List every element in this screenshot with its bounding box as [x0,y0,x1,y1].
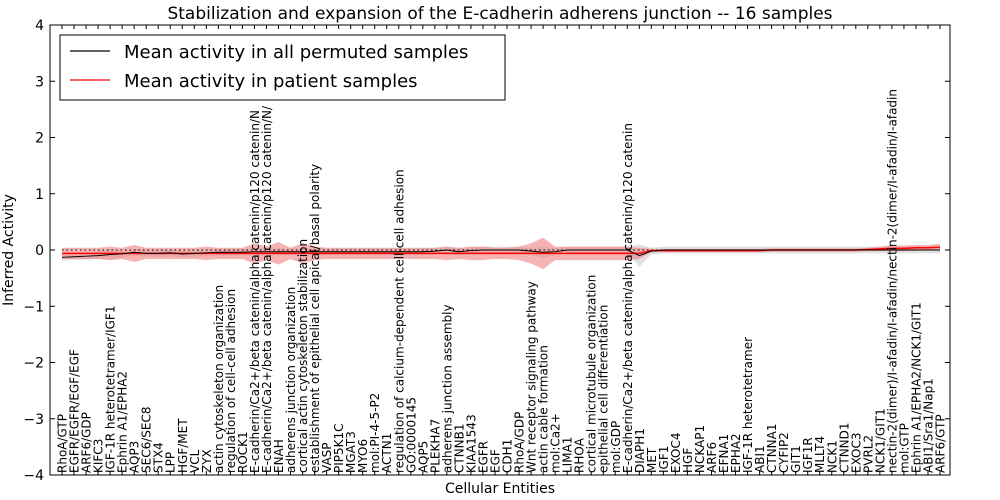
x-tick-label: ACTN1 [380,433,394,473]
lines-layer [61,246,941,258]
x-tick-label: SEC6/SEC8 [140,407,154,473]
legend-label-patient: Mean activity in patient samples [124,71,418,92]
x-tick-label: GIT1 [789,445,803,473]
x-tick-label: CTNNB1 [452,423,466,473]
x-tick-label: ABI1 [753,445,767,473]
x-tick-label: IGF-1R heterotetramer [741,337,755,473]
x-tick-label: HGF [681,448,695,473]
x-tick-label: EXOC3 [849,433,863,474]
x-tick-label: ZYX [200,449,214,473]
x-tick-label: mol:Ca2+ [549,413,563,473]
x-tick-label: EGF [488,449,502,473]
chart-title: Stabilization and expansion of the E-cad… [167,4,832,24]
x-tick-label: ARF6/GDP [80,412,94,473]
y-tick-label: −4 [23,468,44,484]
x-tick-label: IGF-1R heterotetramer/IGF1 [104,306,118,473]
x-tick-label: ARF6/GTP [934,414,948,473]
x-tick-label: E-cadherin/Ca2+/beta catenin/alpha caten… [621,123,635,473]
x-tick-label: KIAA1543 [464,414,478,473]
x-tick-label: PLEKHA7 [428,419,442,473]
x-tick-label: NCK1 [825,440,839,473]
legend: Mean activity in all permuted samples Me… [59,34,506,101]
series-line-0 [61,249,940,258]
x-tick-label: E-cadherin/Ca2+/beta catenin/alpha caten… [248,110,262,473]
x-tick-labels: RhoA/GTPEGFR/EGFR/EGF/EGFARF6/GDPKIFC3IG… [56,25,948,475]
y-tick-label: 4 [35,18,44,34]
y-tick-label: −3 [23,412,44,428]
x-tick-label: MET [645,447,659,473]
x-tick-label: E-cadherin/Ca2+/beta catenin/alpha caten… [260,105,274,473]
y-axis: −4 −3 −2 −1 0 1 2 3 4 [23,18,950,484]
x-tick-label: Wnt receptor signaling pathway [525,281,539,473]
x-tick-label: CDH1 [501,439,515,473]
x-tick-label: ENAH [272,439,286,473]
x-tick-label: regulation of cell-cell adhesion [224,289,238,473]
x-tick-label: ARF6 [705,442,719,473]
x-tick-label: cortical actin cytoskeleton stabilizatio… [296,239,310,473]
y-tick-label: 3 [35,74,44,90]
x-tick-label: EGFR/EGFR/EGF/EGF [68,349,82,473]
x-tick-label: actin cable formation [537,345,551,473]
x-tick-label: STX4 [152,442,166,473]
x-tick-label: PIP5K1C [332,423,346,473]
x-tick-label: NCK1/GIT1 [873,408,887,473]
legend-box [59,34,506,101]
x-tick-label: Ephrin A1/EPHA2 [116,371,130,473]
legend-label-permuted: Mean activity in all permuted samples [124,42,468,63]
x-tick-label: PVRL2 [861,435,875,473]
x-tick-label: EXOC4 [669,433,683,474]
x-tick-label: LPP [164,452,178,473]
x-tick-label: NCKAP1 [693,425,707,473]
x-tick-label: EGFR [476,441,490,473]
x-tick-label: RhoA/GDP [513,412,527,473]
x-tick-label: EPHA2 [729,433,743,473]
x-axis-label: Cellular Entities [445,481,555,497]
y-axis-label: Inferred Activity [1,194,17,306]
x-tick-label: IGF1R [801,437,815,473]
x-tick-label: establishment of epithelial cell apical/… [308,164,322,473]
y-tick-label: 2 [35,131,44,147]
x-tick-label: VCL [188,449,202,473]
x-tick-label: LIMA1 [561,437,575,473]
x-tick-label: mol:PI-4-5-P2 [368,393,382,473]
x-tick-label: CTNNA1 [765,423,779,473]
x-tick-label: actin cytoskeleton organization [212,285,226,473]
x-tick-label: RhoA/GTP [56,414,70,473]
x-tick-label: CTNND1 [837,422,851,473]
x-tick-label: AQP5 [416,441,430,473]
x-tick-label: EFNA1 [717,434,731,473]
y-tick-label: 0 [35,243,44,259]
x-tick-label: MLLT4 [813,436,827,473]
y-tick-label: 1 [35,187,44,203]
x-tick-label: adherens junction assembly [440,304,454,473]
x-tick-label: VASP [320,442,334,473]
x-tick-label: CYFIP2 [777,432,791,473]
x-tick-label: MYO6 [356,439,370,473]
x-tick-label: HGF/MET [176,418,190,473]
y-tick-label: −1 [23,299,44,315]
x-tick-label: adherens junction organization [284,287,298,473]
x-tick-label: nectin-2(dimer)/I-afadin/I-afadin/nectin… [885,89,899,473]
x-tick-label: AQP3 [128,441,142,473]
x-tick-label: mol:GDP [609,421,623,473]
x-tick-label: MGAT3 [344,431,358,473]
y-tick-label: −2 [23,356,44,372]
x-tick-label: ABI1/Sra1/Nap1 [921,378,935,473]
x-tick-label: KIFC3 [92,439,106,473]
x-tick-label: epithelial cell differentiation [597,305,611,473]
x-tick-label: RHOA [573,437,587,473]
x-tick-label: IGF1 [657,446,671,473]
x-tick-label: Ephrin A1/EPHA2/NCK1/GIT1 [909,302,923,473]
x-tick-label: ROCK1 [236,431,250,473]
x-tick-label: regulation of calcium-dependent cell-cel… [392,169,406,473]
x-tick-label: GO:0000145 [404,397,418,473]
x-tick-label: mol:GTP [897,423,911,473]
x-tick-label: cortical microtubule organization [585,275,599,473]
x-tick-label: DIAPH1 [633,428,647,473]
